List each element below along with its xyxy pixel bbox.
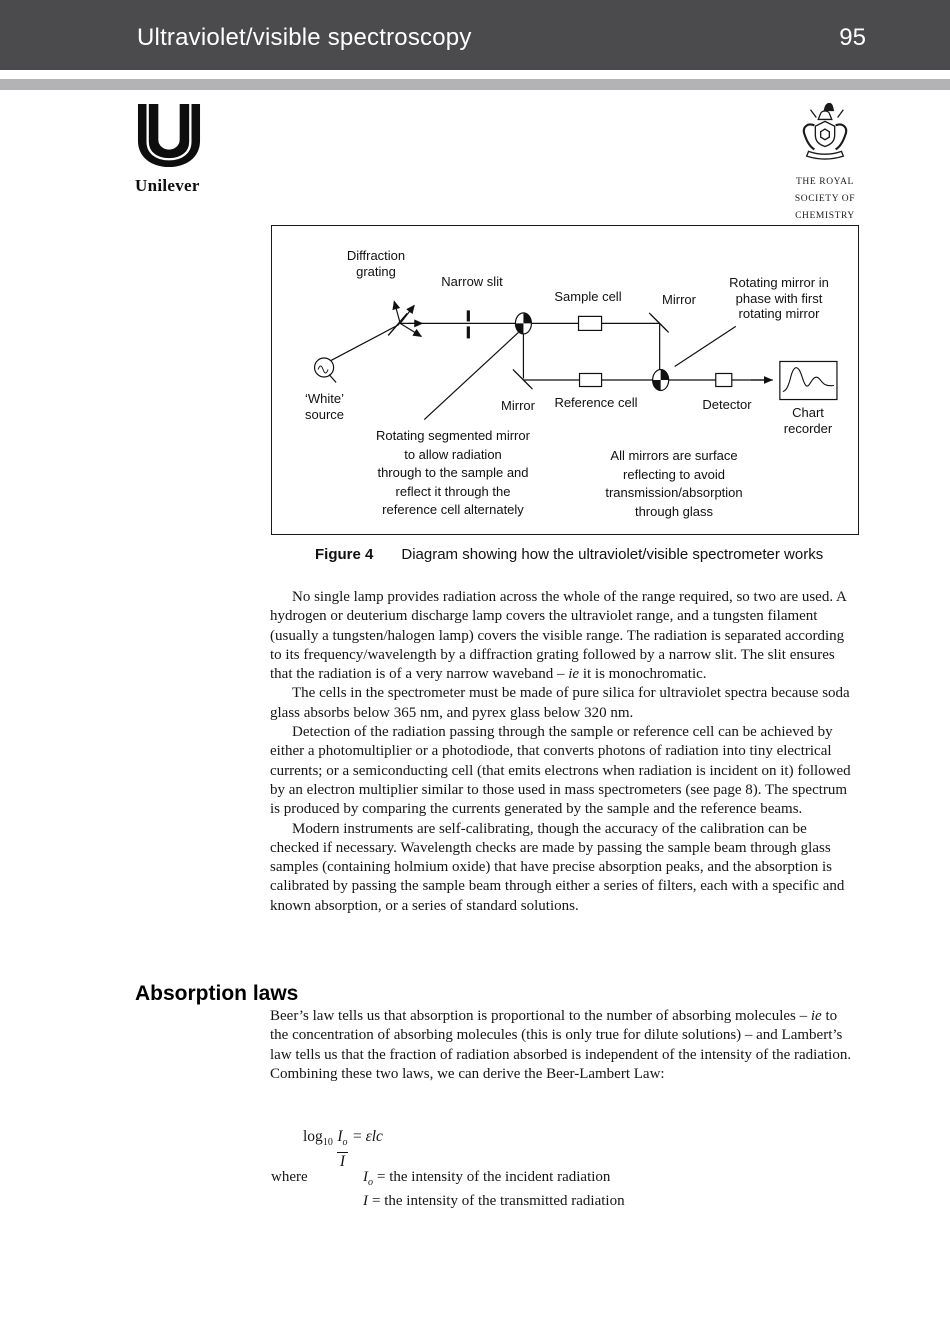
reference-cell-box <box>578 372 603 388</box>
definition-incident: Io= the intensity of the incident radiat… <box>363 1169 611 1188</box>
sample-cell-box <box>577 315 603 332</box>
paragraph-cells: The cells in the spectrometer must be ma… <box>270 685 850 721</box>
unilever-wordmark: Unilever <box>135 176 200 195</box>
label-white-source: ‘White’ source <box>305 391 345 422</box>
label-mirror-top: Mirror <box>662 292 696 307</box>
formula-fraction: Io I <box>336 1128 348 1171</box>
beer-lambert-formula: log10 Io I = εlc <box>303 1128 383 1170</box>
header-rule <box>0 79 950 90</box>
rsc-logo: THE ROYAL SOCIETY OF CHEMISTRY <box>788 100 862 225</box>
figure-caption: Figure 4 Diagram showing how the ultravi… <box>315 546 823 563</box>
figure-caption-label: Figure 4 <box>315 546 374 563</box>
mirror-top-icon <box>648 312 670 333</box>
unilever-logo: Unilever <box>135 104 215 196</box>
white-source-icon <box>313 357 337 383</box>
paragraph-beers-law: Beer’s law tells us that absorption is p… <box>270 1008 852 1082</box>
label-sample-cell: Sample cell <box>554 289 622 304</box>
rsc-wordmark: THE ROYAL SOCIETY OF CHEMISTRY <box>794 177 856 221</box>
rotating-mirror-2-icon <box>652 368 670 392</box>
section-text: Beer’s law tells us that absorption is p… <box>270 1007 859 1084</box>
chart-recorder-icon <box>779 360 838 401</box>
label-mirror-bottom: Mirror <box>501 398 535 413</box>
header-bar: Ultraviolet/visible spectroscopy 95 <box>0 0 950 70</box>
spectrometer-diagram-svg <box>313 300 838 421</box>
formula-log: log10 <box>303 1128 333 1149</box>
label-detector: Detector <box>702 397 752 412</box>
mirror-bottom-icon <box>512 369 533 390</box>
body-text: No single lamp provides radiation across… <box>270 588 859 916</box>
page-number: 95 <box>839 24 866 51</box>
figure-4-diagram: Diffraction grating Narrow slit Sample c… <box>271 225 859 535</box>
beam-arrows <box>392 300 773 385</box>
paragraph-calibration: Modern instruments are self-calibrating,… <box>270 820 845 914</box>
rsc-crest-icon <box>796 102 854 168</box>
formula-definitions: where Io= the intensity of the incident … <box>271 1168 625 1217</box>
definition-transmitted: I= the intensity of the transmitted radi… <box>363 1193 625 1210</box>
paragraph-lamps: No single lamp provides radiation across… <box>270 589 847 683</box>
label-diffraction-grating: Diffraction grating <box>346 248 406 279</box>
page-title: Ultraviolet/visible spectroscopy <box>137 24 472 51</box>
section-heading-absorption-laws: Absorption laws <box>135 982 299 1005</box>
label-rotating-mirror-2: Rotating mirror in phase with first rota… <box>729 275 829 321</box>
figure-caption-text: Diagram showing how the ultraviolet/visi… <box>401 546 824 563</box>
note-surface-mirrors: All mirrors are surface reflecting to av… <box>605 448 743 519</box>
detector-box <box>715 372 733 388</box>
rotating-mirror-1-icon <box>514 312 533 335</box>
note-segmented-mirror: Rotating segmented mirror to allow radia… <box>376 428 530 517</box>
formula-rhs: = εlc <box>352 1128 383 1145</box>
paragraph-detection: Detection of the radiation passing throu… <box>270 724 851 818</box>
label-chart-recorder: Chart recorder <box>783 405 833 436</box>
diffraction-grating-icon <box>387 312 408 336</box>
unilever-u-icon <box>135 104 203 172</box>
label-reference-cell: Reference cell <box>554 395 638 410</box>
where-label: where <box>271 1169 308 1185</box>
label-narrow-slit: Narrow slit <box>441 274 503 289</box>
